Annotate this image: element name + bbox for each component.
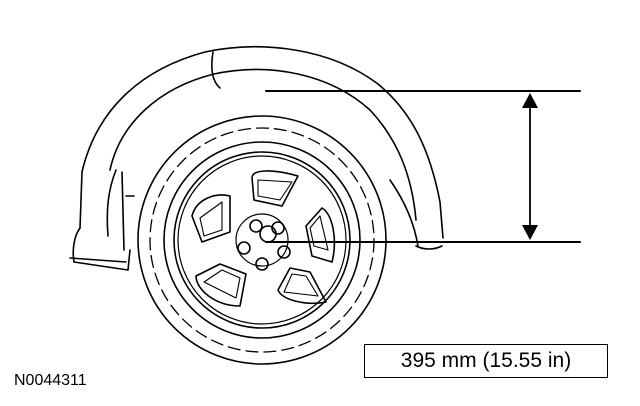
figure-id: N0044311 [14, 372, 87, 389]
wheel-rim [173, 151, 351, 329]
measurement-label-box: 395 mm (15.55 in) [364, 344, 608, 378]
fender-panel [69, 45, 444, 271]
wheel-hub [235, 213, 291, 271]
measurement-label: 395 mm (15.55 in) [400, 349, 572, 372]
double-headed-vertical-arrow-icon [522, 93, 538, 240]
tire [137, 115, 387, 365]
